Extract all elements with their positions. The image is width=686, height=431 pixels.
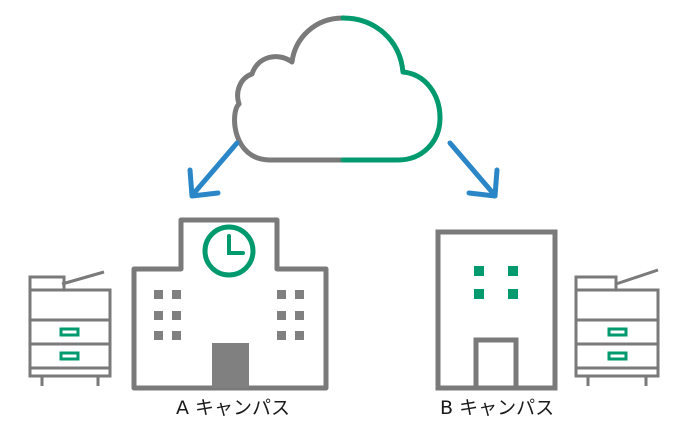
down-left-arrow-icon — [187, 140, 240, 199]
school-building-with-clock-icon — [131, 217, 329, 391]
cloud-icon — [232, 15, 443, 163]
campus-a-label: A キャンパス — [176, 397, 291, 419]
building-b-windows — [474, 266, 518, 299]
office-building-icon — [435, 229, 558, 391]
building-a-windows-left — [154, 290, 181, 340]
building-b-outline — [435, 229, 558, 391]
cloud-outline-green — [340, 15, 443, 163]
down-right-arrow-icon — [447, 140, 500, 199]
cloud-outline-gray — [232, 15, 346, 163]
building-b-door — [473, 337, 519, 391]
campus-b-label: B キャンパス — [440, 397, 555, 419]
multifunction-printer-icon — [574, 268, 660, 386]
building-a-windows-right — [277, 290, 304, 340]
building-a-door — [212, 343, 249, 388]
multifunction-printer-icon — [28, 270, 112, 386]
building-a-outline — [131, 217, 329, 391]
